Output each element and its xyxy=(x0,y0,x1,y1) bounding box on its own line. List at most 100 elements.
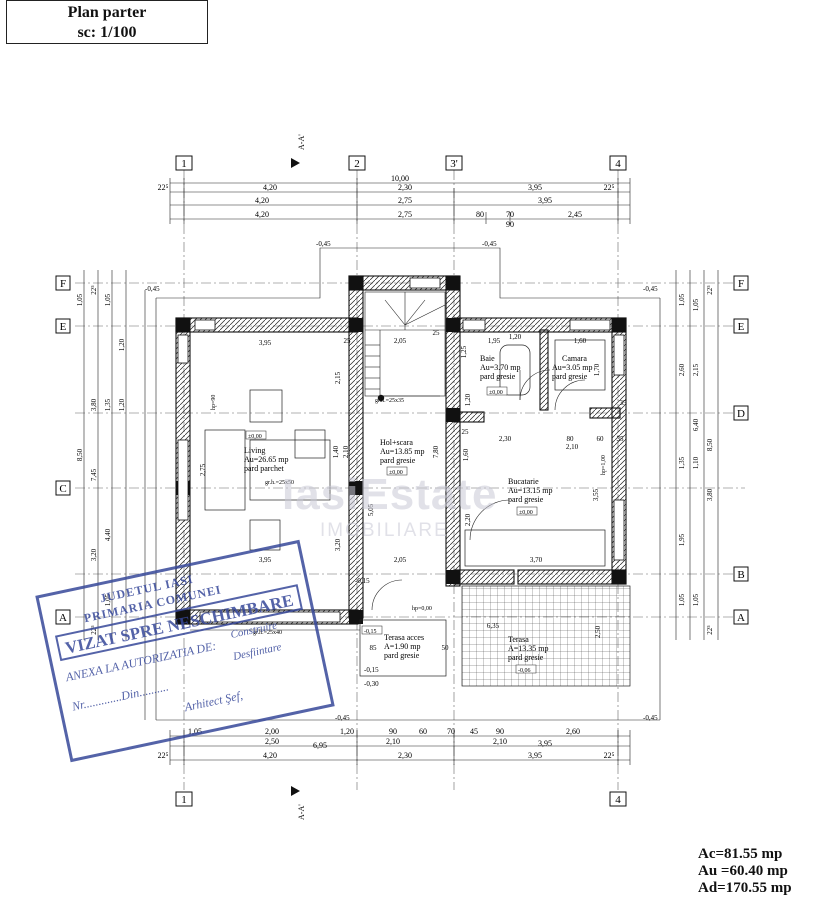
room-bucatarie: Bucatarie Au=13.15 mp pard gresie ±0,00 xyxy=(508,477,553,516)
svg-text:-0,06: -0,06 xyxy=(518,668,531,674)
dim-label: 3,95 xyxy=(538,196,552,205)
svg-text:35: 35 xyxy=(617,435,625,443)
axis-bubbles: 1 2 3' 4 1 4 F E C A F E D B A xyxy=(55,155,749,807)
built-area: Ac=81.55 mp xyxy=(698,846,783,862)
notes: hp=90 hp=1,00 hp=0,00 gr.h.=25x35 gr.h.=… xyxy=(211,395,607,636)
svg-text:-0,45: -0,45 xyxy=(316,240,331,248)
level-marks: -0,45 -0,45 -0,45 -0,45 -0,45 -0,45 -0,3… xyxy=(145,240,658,722)
svg-text:1,10: 1,10 xyxy=(692,456,700,469)
svg-text:85: 85 xyxy=(370,644,378,652)
svg-text:1,35: 1,35 xyxy=(678,456,686,469)
svg-text:22⁵: 22⁵ xyxy=(706,285,714,295)
svg-text:1,60: 1,60 xyxy=(574,337,587,345)
dim-label: 22⁵ xyxy=(158,183,169,192)
svg-text:Au=3.05 mp: Au=3.05 mp xyxy=(552,363,593,372)
svg-text:1,05: 1,05 xyxy=(104,293,112,306)
svg-text:80: 80 xyxy=(567,435,575,443)
svg-text:2,10: 2,10 xyxy=(566,443,579,451)
dim-label: 90 xyxy=(506,220,514,229)
svg-text:90: 90 xyxy=(496,727,504,736)
dim-label: 22⁵ xyxy=(604,183,615,192)
svg-text:70: 70 xyxy=(447,727,455,736)
axis-label: 3' xyxy=(450,158,458,170)
title-block: Plan parter sc: 1/100 xyxy=(6,0,208,44)
svg-text:Hol+scara: Hol+scara xyxy=(380,438,413,447)
svg-text:-0,45: -0,45 xyxy=(145,285,160,293)
axis-label: 4 xyxy=(615,794,621,806)
axis-label: A xyxy=(737,612,745,624)
svg-text:1,05: 1,05 xyxy=(678,293,686,306)
svg-text:3,80: 3,80 xyxy=(706,488,714,501)
svg-text:1,95: 1,95 xyxy=(678,533,686,546)
room-labels: Living Au=26.65 mp pard parchet ±0,00 Ho… xyxy=(244,354,593,674)
dims-top-text: 10,00 22⁵ 4,20 2,30 3,95 22⁵ 4,20 2,75 3… xyxy=(158,174,615,229)
svg-text:1,20: 1,20 xyxy=(464,393,472,406)
svg-text:pard gresie: pard gresie xyxy=(552,372,588,381)
dim-label: 70 xyxy=(506,210,514,219)
svg-text:pard gresie: pard gresie xyxy=(508,495,544,504)
svg-text:pard gresie: pard gresie xyxy=(480,372,516,381)
stamp-demolish: Desfiintare xyxy=(232,641,283,663)
svg-text:-0,45: -0,45 xyxy=(643,285,658,293)
svg-text:-0,30: -0,30 xyxy=(364,680,379,688)
svg-text:1,40: 1,40 xyxy=(332,445,340,458)
svg-text:25: 25 xyxy=(433,329,441,337)
svg-text:3,95: 3,95 xyxy=(259,339,272,347)
svg-text:2,60: 2,60 xyxy=(566,727,580,736)
svg-text:-0,15: -0,15 xyxy=(355,577,370,585)
dim-label: 2,75 xyxy=(398,196,412,205)
svg-text:7,45: 7,45 xyxy=(90,468,98,481)
svg-text:6,95: 6,95 xyxy=(313,741,327,750)
access-terrace xyxy=(359,619,447,677)
dim-label: 80 xyxy=(476,210,484,219)
dims-left-lines xyxy=(83,270,127,640)
svg-text:3,95: 3,95 xyxy=(538,739,552,748)
axis-label: A xyxy=(59,612,67,624)
svg-text:2,30: 2,30 xyxy=(499,435,512,443)
svg-text:Au=13.15 mp: Au=13.15 mp xyxy=(508,486,553,495)
svg-text:6,40: 6,40 xyxy=(692,418,700,431)
stair-start-dot xyxy=(377,394,385,402)
svg-text:60: 60 xyxy=(419,727,427,736)
plinth xyxy=(144,247,661,721)
section-label: A-A' xyxy=(297,134,306,150)
stamp-architect: Arhitect Şef, xyxy=(183,688,244,715)
dims-left-text: 1,05 22⁵ 1,05 1,20 3,80 1,35 1,20 8,50 7… xyxy=(76,285,126,635)
svg-text:gr.h.=25x35: gr.h.=25x35 xyxy=(375,398,404,404)
axis-label: B xyxy=(737,569,744,581)
svg-text:Baie: Baie xyxy=(480,354,495,363)
svg-text:22⁵: 22⁵ xyxy=(90,625,98,635)
doors xyxy=(371,369,586,611)
svg-text:hp=1,00: hp=1,00 xyxy=(601,455,607,475)
svg-text:Au=3.70 mp: Au=3.70 mp xyxy=(480,363,521,372)
watermark: IasiEstate IMOBILIARE xyxy=(282,470,497,542)
svg-text:2,05: 2,05 xyxy=(394,556,407,564)
dim-label: 4,20 xyxy=(255,210,269,219)
plan-title: Plan parter xyxy=(67,4,147,21)
svg-text:2,10: 2,10 xyxy=(386,737,400,746)
svg-text:3,55: 3,55 xyxy=(592,488,600,501)
area-totals: Ac=81.55 mp Au =60.40 mp Ad=170.55 mp xyxy=(698,846,792,897)
svg-text:1,05: 1,05 xyxy=(188,727,202,736)
svg-text:2,30: 2,30 xyxy=(398,751,412,760)
svg-text:-0,15: -0,15 xyxy=(364,666,379,674)
svg-text:3,20: 3,20 xyxy=(334,538,342,551)
svg-text:2,20: 2,20 xyxy=(464,513,472,526)
room-terasa-acces: Terasa acces A=1.90 mp pard gresie -0,15 xyxy=(361,625,424,660)
svg-text:1,95: 1,95 xyxy=(488,337,501,345)
svg-text:1,70: 1,70 xyxy=(593,363,601,376)
svg-text:25: 25 xyxy=(462,428,470,436)
svg-text:5,05: 5,05 xyxy=(367,503,375,516)
axis-label: F xyxy=(60,278,66,290)
svg-text:±0,00: ±0,00 xyxy=(389,470,403,476)
svg-text:pard gresie: pard gresie xyxy=(380,456,416,465)
svg-text:Au=26.65 mp: Au=26.65 mp xyxy=(244,455,289,464)
svg-text:2,50: 2,50 xyxy=(594,625,602,638)
axis-label: D xyxy=(737,408,745,420)
dims-bottom-text: 1,05 2,00 1,20 90 60 70 45 90 2,60 2,50 … xyxy=(158,727,615,760)
plan-scale: sc: 1/100 xyxy=(77,24,137,41)
svg-text:50: 50 xyxy=(442,644,450,652)
stairs xyxy=(364,291,446,397)
dim-overall: 10,00 xyxy=(391,174,409,183)
axis-label: F xyxy=(738,278,744,290)
